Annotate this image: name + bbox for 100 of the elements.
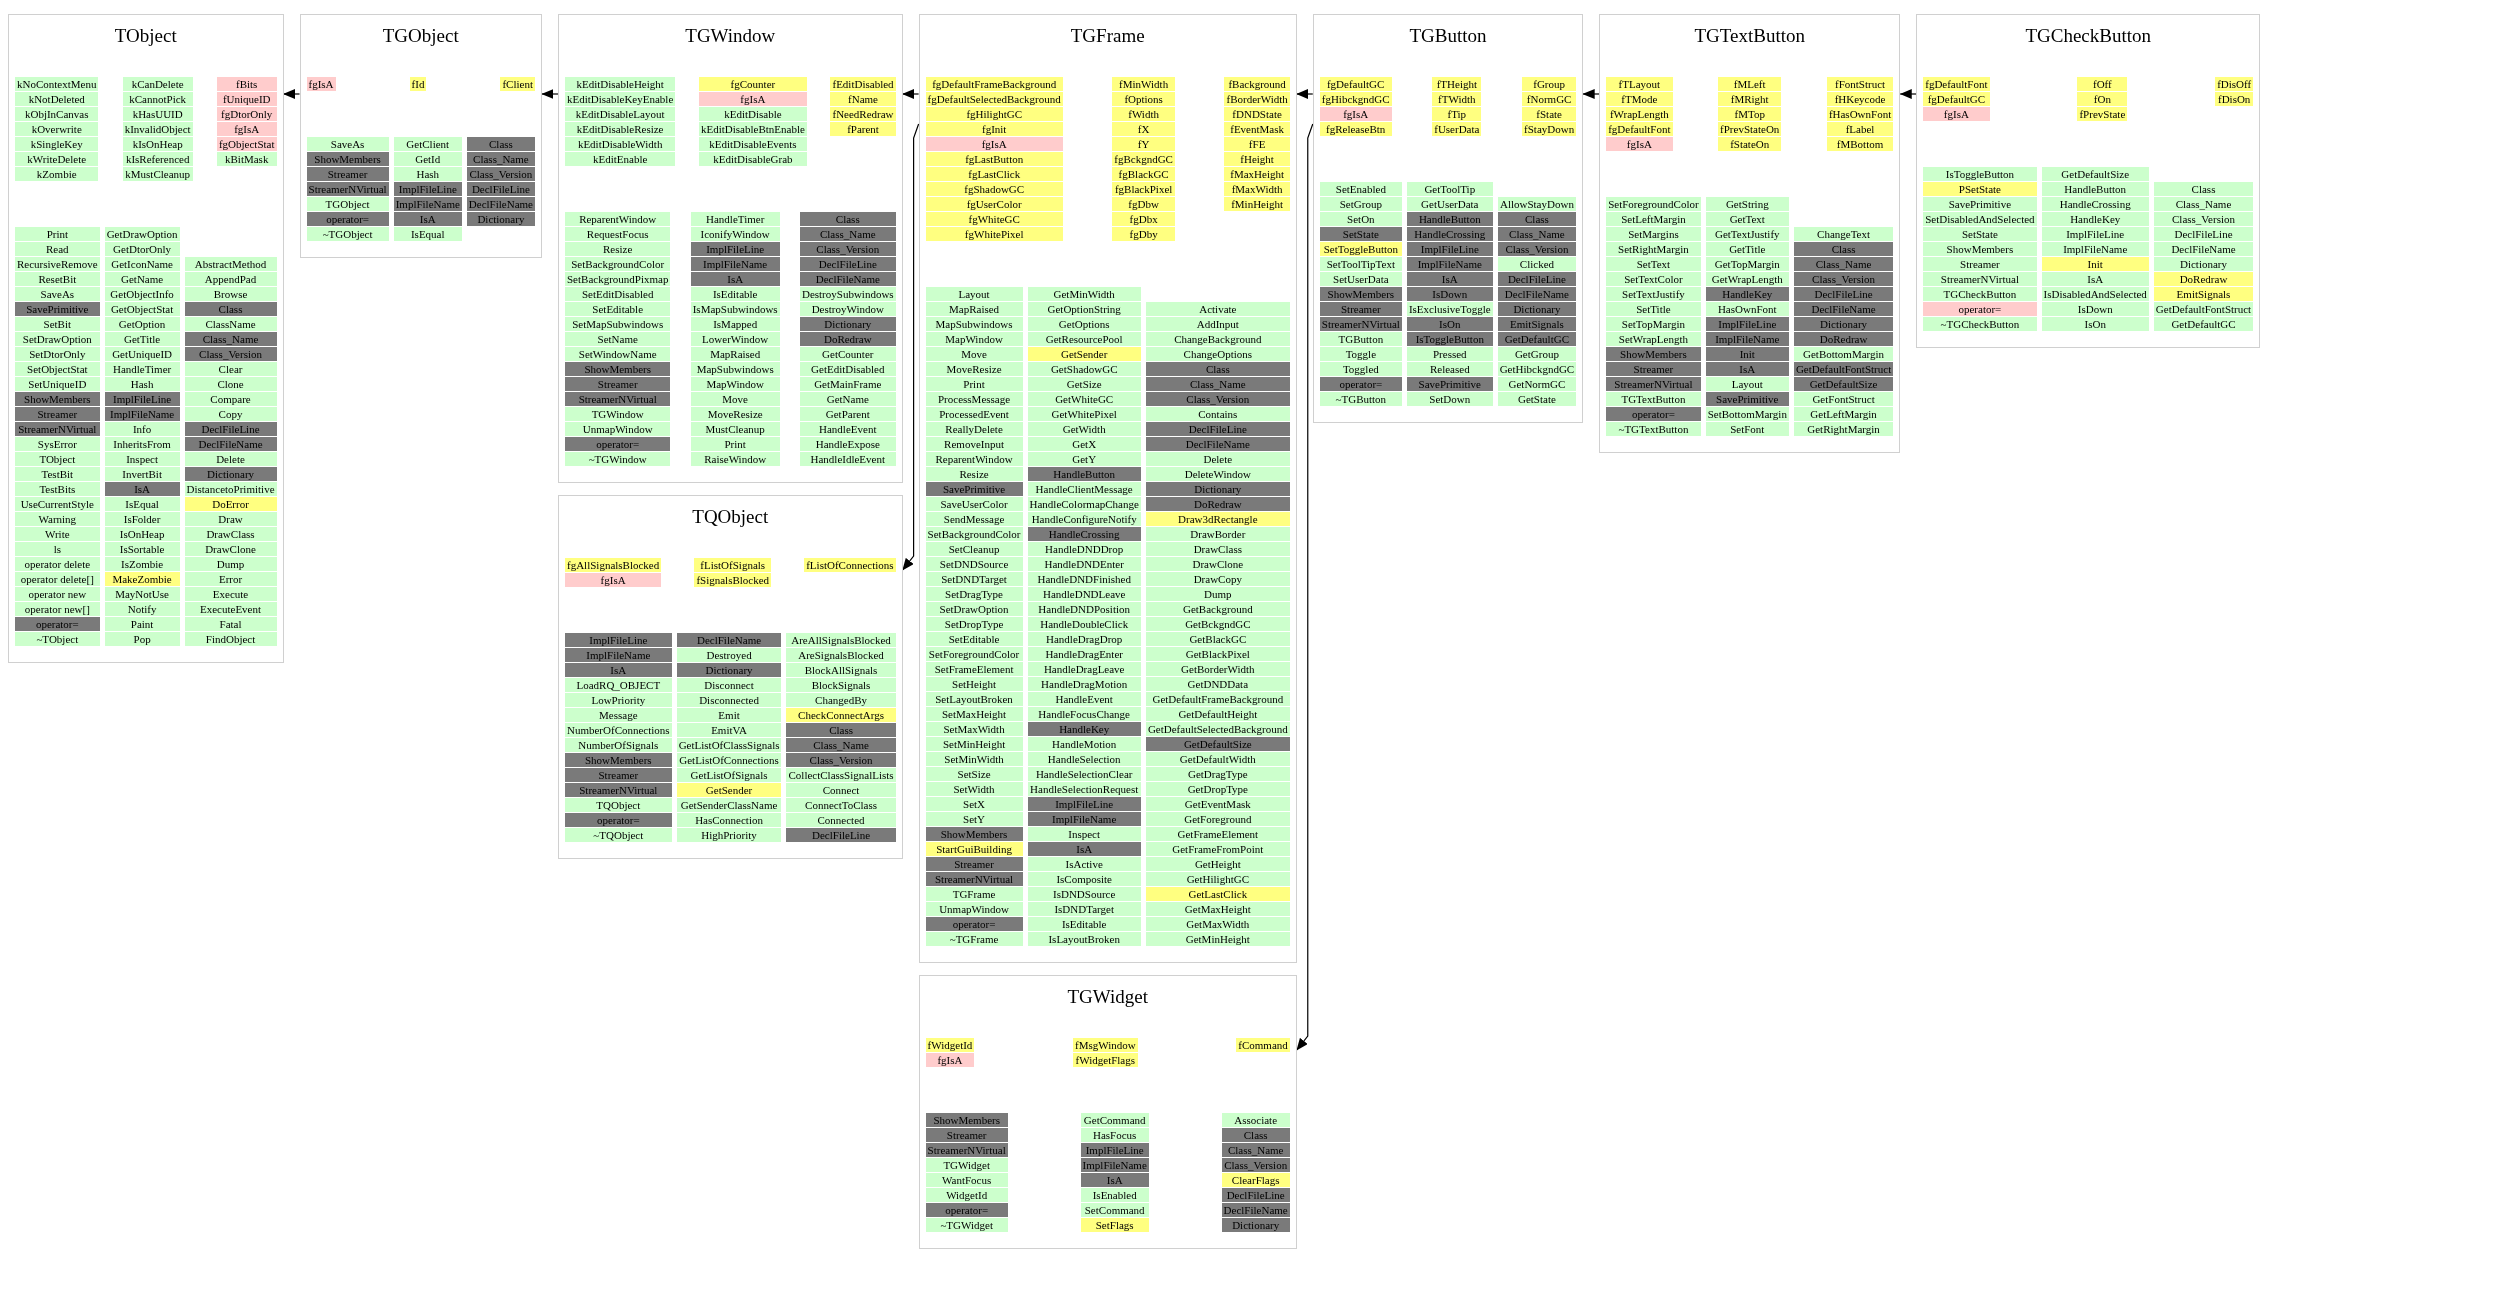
method-cell: DeclFileLine	[786, 828, 896, 842]
data-member-cell: fY	[1112, 137, 1175, 151]
method-cell: SetBackgroundPixmap	[565, 272, 671, 286]
inheritance-arrow	[282, 89, 301, 99]
method-cell: UnmapWindow	[565, 422, 671, 436]
method-cell: GetWhiteGC	[1027, 392, 1141, 406]
data-member-cell: fStateOn	[1718, 137, 1782, 151]
method-cell: Dictionary	[1497, 302, 1577, 316]
method-cell: ImplFileLine	[565, 633, 672, 647]
method-cell: Hash	[104, 377, 180, 391]
method-cell: TestBits	[15, 482, 100, 496]
method-cell: DeleteWindow	[1145, 467, 1290, 481]
method-cell: GetToolTip	[1406, 182, 1493, 196]
method-cell: operator=	[925, 917, 1023, 931]
method-cell: UseCurrentStyle	[15, 497, 100, 511]
method-cell: AllowStayDown	[1497, 197, 1577, 211]
method-cell: GetDropType	[1145, 782, 1290, 796]
method-cell: ChangeOptions	[1145, 347, 1290, 361]
method-cell: GetDefaultWidth	[1145, 752, 1290, 766]
method-cell: CheckConnectArgs	[786, 708, 896, 722]
data-member-cell: fgIsA	[306, 77, 336, 91]
method-cell: SetDtorOnly	[15, 347, 100, 361]
method-cell: ImplFileLine	[393, 182, 462, 196]
method-cell: DeclFileLine	[1221, 1188, 1290, 1202]
method-cell: Class	[1793, 242, 1894, 256]
data-member-cell: fSignalsBlocked	[694, 573, 772, 587]
method-cell: Warning	[15, 512, 100, 526]
method-cell: GetMaxWidth	[1145, 917, 1290, 931]
class-title: TGWindow	[684, 25, 777, 47]
method-cell: MapWindow	[690, 377, 780, 391]
method-cell: Clicked	[1497, 257, 1577, 271]
method-cell: SetMaxWidth	[925, 722, 1023, 736]
method-cell: GetDefaultSize	[1793, 377, 1894, 391]
method-cell: operator=	[565, 813, 672, 827]
method-cell: HandleDragLeave	[1027, 662, 1141, 676]
method-cell: PSetState	[1923, 182, 2037, 196]
method-cell: ShowMembers	[925, 827, 1023, 841]
data-member-cell: fListOfConnections	[804, 558, 896, 572]
method-cell: Class	[1145, 362, 1290, 376]
method-cell: ImplFileLine	[1027, 797, 1141, 811]
method-cell: ImplFileLine	[690, 242, 780, 256]
method-cell: GetWrapLength	[1705, 272, 1789, 286]
data-member-cell: fListOfSignals	[694, 558, 772, 572]
method-cell: GetIconName	[104, 257, 180, 271]
data-member-cell: fgIsA	[1923, 107, 1990, 121]
method-cell: ~TGCheckButton	[1923, 317, 2037, 331]
method-cell: StreamerNVirtual	[306, 182, 389, 196]
method-cell: MapSubwindows	[690, 362, 780, 376]
class-box	[8, 14, 284, 663]
class-box	[299, 14, 542, 258]
method-cell: DeclFileName	[1793, 302, 1894, 316]
method-cell: Dictionary	[184, 467, 277, 481]
method-cell: HandleTimer	[690, 212, 780, 226]
method-cell: ShowMembers	[565, 753, 672, 767]
method-cell: MoveResize	[925, 362, 1023, 376]
method-cell: HighPriority	[676, 828, 782, 842]
method-cell: ClassName	[184, 317, 277, 331]
method-cell: DrawClone	[1145, 557, 1290, 571]
method-cell: HandleMotion	[1027, 737, 1141, 751]
method-cell: operator new[]	[15, 602, 100, 616]
method-cell: Dictionary	[1145, 482, 1290, 496]
method-cell: Class	[466, 137, 535, 151]
method-cell: ShowMembers	[1319, 287, 1402, 301]
method-cell: HandleClientMessage	[1027, 482, 1141, 496]
method-cell: Emit	[676, 708, 782, 722]
method-cell: ImplFileName	[1406, 257, 1493, 271]
data-member-cell: fNormGC	[1522, 92, 1577, 106]
method-cell: SaveAs	[306, 137, 389, 151]
method-cell: GetMinWidth	[1027, 287, 1141, 301]
method-cell: IsA	[104, 482, 180, 496]
data-member-cell: kEditEnable	[565, 152, 676, 166]
method-cell: ImplFileName	[2041, 242, 2149, 256]
method-cell: GetEventMask	[1145, 797, 1290, 811]
data-member-cell: fgDefaultFont	[1606, 122, 1673, 136]
method-cell: SetDrawOption	[925, 602, 1023, 616]
method-cell: GetParent	[799, 407, 896, 421]
method-cell: GetY	[1027, 452, 1141, 466]
data-member-cell: fDNDState	[1224, 107, 1290, 121]
method-cell: ~TGButton	[1319, 392, 1402, 406]
method-cell: Delete	[184, 452, 277, 466]
method-cell: GetHibckgndGC	[1497, 362, 1577, 376]
data-member-cell: fEditDisabled	[830, 77, 896, 91]
class-box	[1916, 14, 2261, 348]
method-cell: Streamer	[565, 768, 672, 782]
method-cell: SetEditDisabled	[565, 287, 671, 301]
method-cell: DeclFileName	[1145, 437, 1290, 451]
method-cell: HandleDNDEnter	[1027, 557, 1141, 571]
data-member-cell: fBorderWidth	[1224, 92, 1290, 106]
data-member-cell: fgIsA	[698, 92, 807, 106]
data-member-cell: fParent	[830, 122, 896, 136]
method-cell: GetBorderWidth	[1145, 662, 1290, 676]
method-cell: IsOnHeap	[104, 527, 180, 541]
method-cell: StreamerNVirtual	[1923, 272, 2037, 286]
method-cell: HandleDNDDrop	[1027, 542, 1141, 556]
method-cell: SetMinHeight	[925, 737, 1023, 751]
method-cell: StreamerNVirtual	[565, 783, 672, 797]
method-cell: ReparentWindow	[925, 452, 1023, 466]
method-cell: IsDown	[1406, 287, 1493, 301]
method-cell: GetFrameFromPoint	[1145, 842, 1290, 856]
data-member-cell: kEditDisableEvents	[698, 137, 807, 151]
